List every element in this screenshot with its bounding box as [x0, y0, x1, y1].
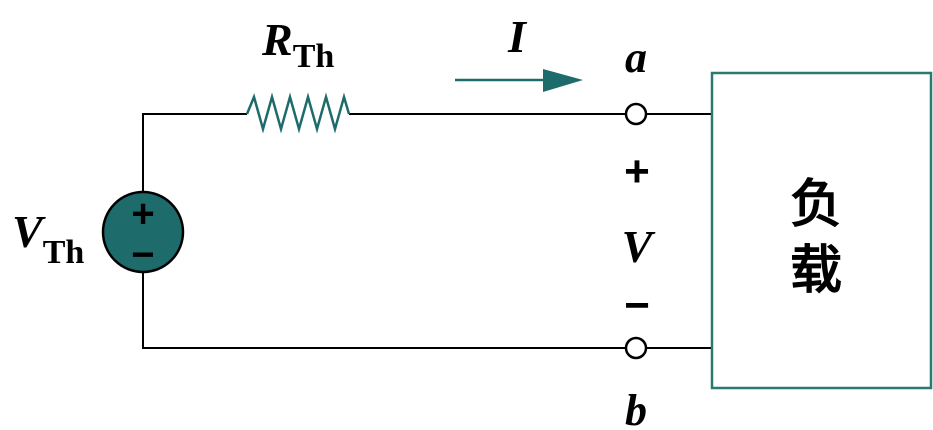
current-arrow-head	[543, 69, 583, 92]
wire-left-bottom	[142, 272, 626, 349]
voltage-minus-sign: −	[624, 281, 650, 330]
current-label: I	[507, 11, 528, 62]
resistor-label: RTh	[261, 14, 334, 75]
voltage-plus-sign: +	[624, 147, 650, 196]
voltage-source-circle	[101, 190, 185, 274]
terminal-b[interactable]	[624, 336, 648, 360]
source-label: VTh	[12, 206, 84, 271]
wire-left-top	[142, 113, 247, 192]
source-minus-sign: −	[131, 233, 154, 277]
voltage-label: V	[622, 221, 656, 272]
terminal-a[interactable]	[624, 102, 648, 126]
current-arrow	[455, 69, 583, 92]
load-box[interactable]	[710, 71, 933, 390]
voltage-source: + −	[101, 190, 185, 277]
terminal-b-label: b	[625, 386, 647, 430]
resistor-zigzag	[245, 92, 351, 134]
load-label-line2: 载	[790, 241, 842, 301]
wires	[142, 113, 712, 349]
terminal-a-label: a	[625, 33, 647, 82]
source-plus-sign: +	[131, 192, 154, 236]
load-label-line1: 负	[790, 175, 842, 235]
